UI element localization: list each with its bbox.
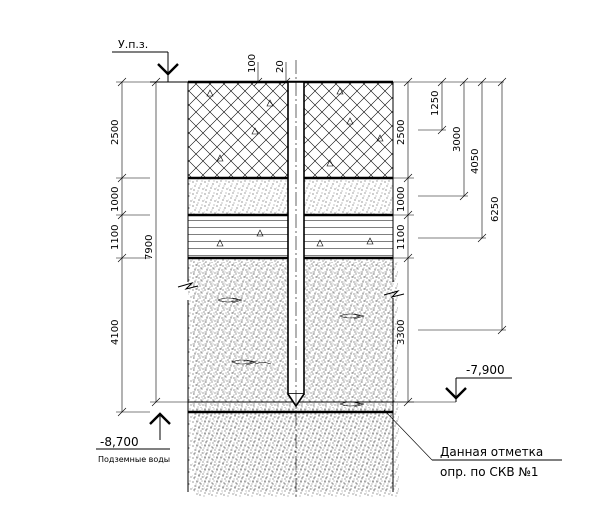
triangle-marks-layer3 — [216, 229, 374, 247]
dim-left-7900: 7900 — [144, 235, 155, 260]
dim-top-100: 100 — [247, 54, 258, 73]
ground-level-label: У.п.з. — [118, 38, 148, 51]
dim-left-1000: 1000 — [110, 187, 121, 212]
level-arrow-7900 — [445, 387, 467, 400]
level-8700-label: -8,700 — [100, 435, 139, 449]
callout-leader — [383, 409, 433, 461]
triangle-marks-layer1 — [206, 87, 384, 167]
dim-left-2500: 2500 — [110, 120, 121, 145]
dim-right-1100: 1100 — [396, 225, 407, 250]
dim-right-2500: 2500 — [396, 120, 407, 145]
pebble-marks — [217, 297, 365, 408]
dim-right-6250: 6250 — [490, 197, 501, 222]
level-arrow-ground — [157, 63, 179, 76]
dim-top-20: 20 — [275, 60, 286, 73]
dim-right-1250: 1250 — [430, 91, 441, 116]
dim-right-1000: 1000 — [396, 187, 407, 212]
note-line-2: опр. по СКВ №1 — [440, 465, 539, 479]
note-line-1: Данная отметка — [440, 445, 543, 459]
dim-right-3300: 3300 — [396, 320, 407, 345]
dim-left-1100: 1100 — [110, 225, 121, 250]
dim-left-4100: 4100 — [110, 320, 121, 345]
break-mark-left — [177, 281, 199, 290]
dim-right-3000: 3000 — [452, 127, 463, 152]
break-mark-right — [383, 289, 405, 298]
groundwater-label: Подземные воды — [98, 455, 170, 464]
level-7900-label: -7,900 — [466, 363, 505, 377]
dim-right-4050: 4050 — [470, 149, 481, 174]
